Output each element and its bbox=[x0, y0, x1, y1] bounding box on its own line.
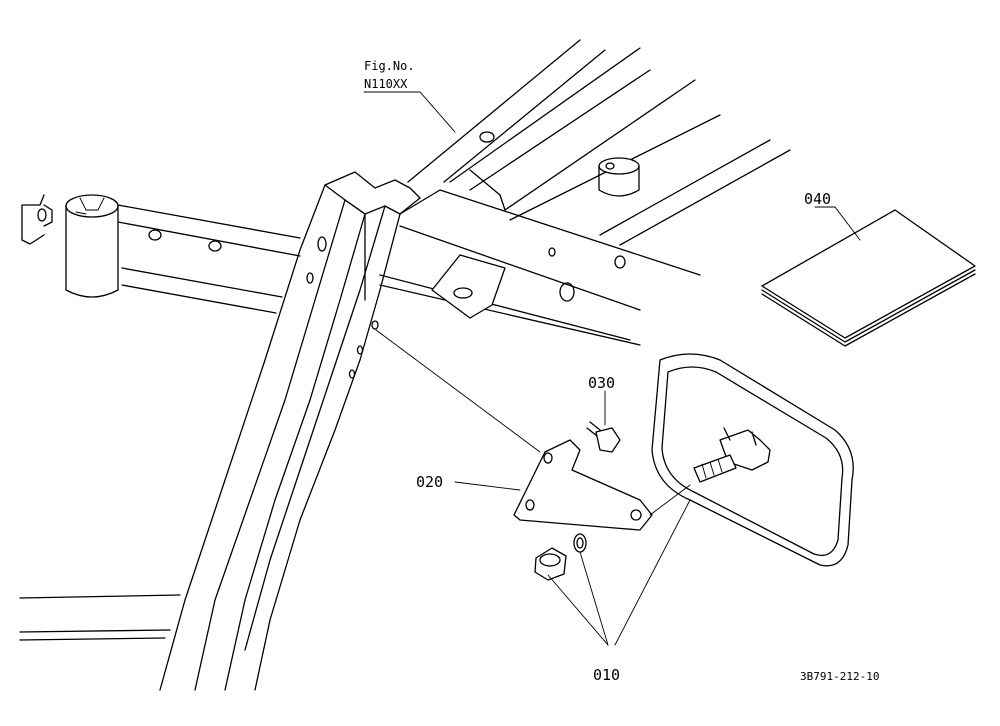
mounting-tab bbox=[431, 254, 506, 319]
lower-frame-lines bbox=[19, 594, 181, 641]
pivot-block bbox=[21, 194, 119, 298]
bolt bbox=[586, 421, 621, 453]
fig-ref-line1: Fig.No. bbox=[364, 59, 415, 73]
frame-top-rail bbox=[407, 39, 791, 246]
leader-lines bbox=[363, 91, 861, 646]
nut bbox=[534, 547, 567, 581]
mirror-assembly bbox=[651, 353, 854, 567]
spring-washer bbox=[573, 533, 587, 553]
drawing-code: 3B791-212-10 bbox=[800, 670, 879, 683]
frame-upright-post bbox=[159, 171, 421, 691]
cross-beam bbox=[379, 189, 701, 346]
rubber-stop bbox=[598, 157, 640, 197]
mirror-bracket bbox=[513, 439, 653, 531]
callout-030: 030 bbox=[588, 374, 615, 392]
callout-040: 040 bbox=[804, 190, 831, 208]
rear-cross-bar bbox=[117, 204, 301, 314]
callout-010: 010 bbox=[593, 666, 620, 684]
manual-booklet bbox=[761, 209, 976, 347]
callout-020: 020 bbox=[416, 473, 443, 491]
fig-ref-line2: N110XX bbox=[364, 77, 408, 91]
